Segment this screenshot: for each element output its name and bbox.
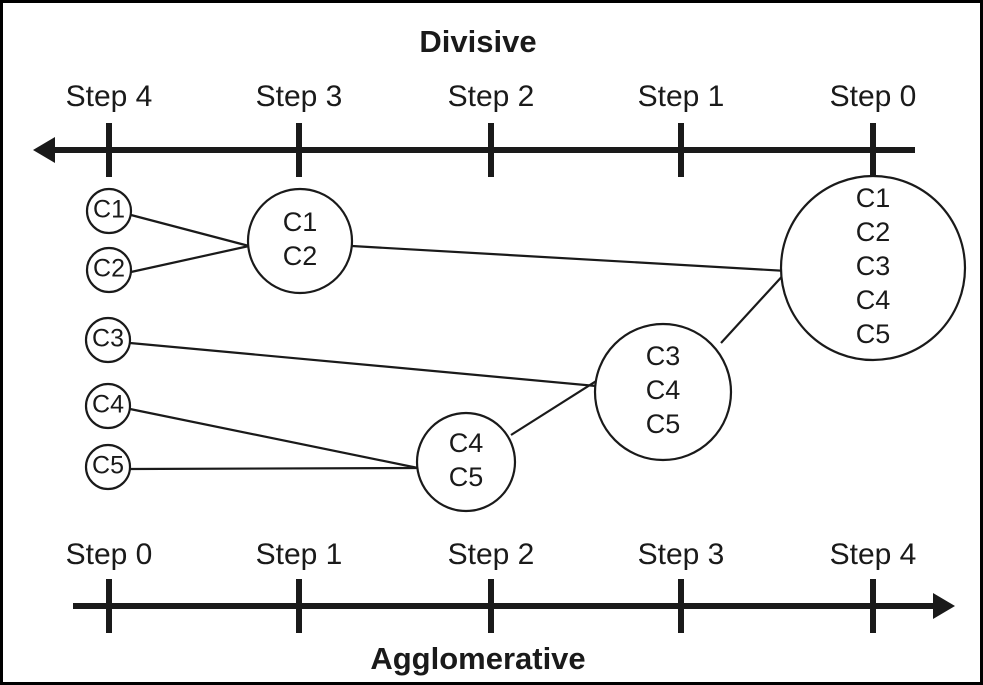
divisive-axis [33, 123, 915, 177]
cluster-link-c345-to-c12345 [720, 270, 788, 344]
axis-tick-label: Step 0 [66, 538, 153, 571]
cluster-circle-c2 [85, 246, 133, 294]
cluster-member-label: C5 [92, 452, 124, 480]
cluster-link-c4-to-c45 [129, 407, 419, 470]
cluster-member-label: C2 [856, 217, 891, 247]
cluster-member-label: C3 [92, 325, 124, 353]
axis-tick-label: Step 3 [638, 538, 725, 571]
axis-arrow-right-icon [933, 593, 955, 619]
cluster-circle-c4 [84, 382, 132, 430]
cluster-circle-c12345 [779, 174, 967, 362]
cluster-circle-c345 [593, 322, 733, 462]
cluster-node-c3[interactable]: C3 [84, 316, 132, 364]
cluster-member-label: C4 [92, 391, 124, 419]
cluster-member-label: C1 [856, 183, 891, 213]
cluster-node-c2[interactable]: C2 [85, 246, 133, 294]
agglomerative-title: Agglomerative [370, 641, 585, 676]
axis-tick-label: Step 4 [66, 80, 153, 113]
cluster-link-c1-to-c12 [130, 213, 250, 248]
axis-tick-label: Step 2 [448, 80, 535, 113]
divisive-step-labels: Step 4 Step 3 Step 2 Step 1 Step 0 [66, 80, 917, 113]
cluster-member-label: C5 [856, 319, 891, 349]
cluster-member-label: C1 [283, 207, 318, 237]
axis-arrow-left-icon [33, 137, 55, 163]
cluster-member-label: C4 [646, 375, 681, 405]
cluster-member-label: C2 [93, 255, 125, 283]
top-title-group: Divisive [419, 24, 536, 59]
agglomerative-axis [73, 579, 955, 633]
agglomerative-step-labels: Step 0 Step 1 Step 2 Step 3 Step 4 [66, 538, 917, 571]
axis-tick-label: Step 0 [830, 80, 917, 113]
axis-tick-label: Step 1 [638, 80, 725, 113]
cluster-node-c1[interactable]: C1 [85, 187, 133, 235]
cluster-circle-c5 [84, 443, 132, 491]
cluster-node-c5[interactable]: C5 [84, 443, 132, 491]
divisive-title: Divisive [419, 24, 536, 59]
cluster-member-label: C1 [93, 196, 125, 224]
cluster-circle-c12 [246, 187, 354, 295]
cluster-link-c45-to-c345 [510, 377, 602, 436]
cluster-link-c2-to-c12 [130, 244, 250, 274]
axis-tick-label: Step 4 [830, 538, 917, 571]
cluster-member-label: C3 [646, 341, 681, 371]
cluster-link-c12-to-c12345 [351, 244, 788, 273]
cluster-circle-c45 [415, 411, 517, 513]
cluster-member-label: C4 [856, 285, 891, 315]
axis-tick-label: Step 2 [448, 538, 535, 571]
cluster-circle-c3 [84, 316, 132, 364]
cluster-member-label: C4 [449, 428, 484, 458]
cluster-node-c4[interactable]: C4 [84, 382, 132, 430]
cluster-link-c3-to-c345 [129, 341, 597, 388]
cluster-circle-c1 [85, 187, 133, 235]
cluster-member-label: C5 [449, 462, 484, 492]
cluster-links [129, 213, 788, 471]
axis-tick-label: Step 1 [256, 538, 343, 571]
cluster-member-label: C5 [646, 409, 681, 439]
cluster-member-label: C3 [856, 251, 891, 281]
bottom-title-group: Agglomerative [370, 641, 585, 676]
axis-tick-label: Step 3 [256, 80, 343, 113]
cluster-link-c5-to-c45 [129, 466, 419, 471]
cluster-member-label: C2 [283, 241, 318, 271]
